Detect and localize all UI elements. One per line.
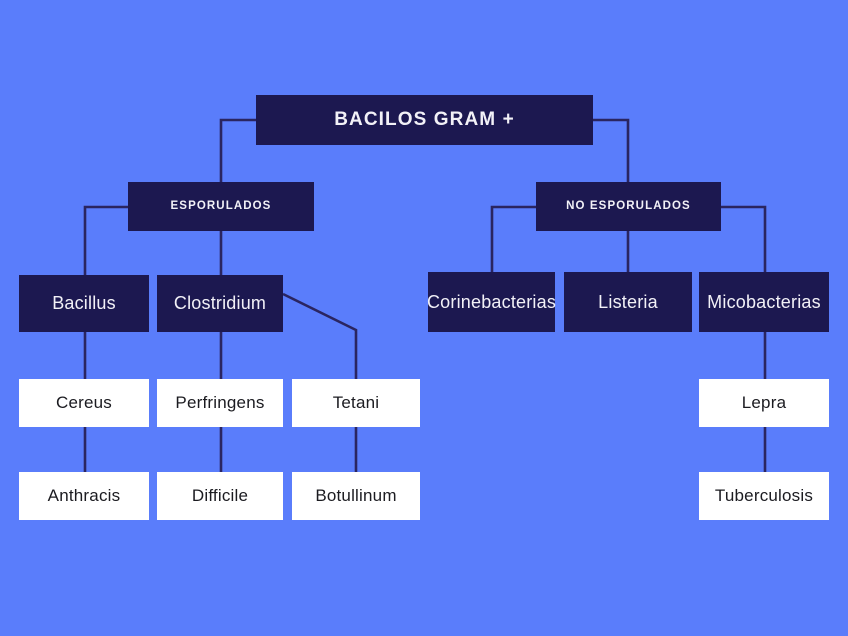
node-bacilos-gram-positive[interactable]: BACILOS GRAM + <box>256 95 593 145</box>
node-label: Clostridium <box>173 293 267 314</box>
node-label: BACILOS GRAM + <box>334 109 515 131</box>
node-label: Cereus <box>55 393 112 413</box>
node-label: Perfringens <box>175 393 265 413</box>
node-label: Difficile <box>191 486 249 506</box>
node-corinebacterias[interactable]: Corinebacterias <box>426 272 557 332</box>
node-label: Corinebacterias <box>426 291 557 312</box>
link-root-to-esporulados <box>219 118 256 182</box>
node-label: Tetani <box>332 393 380 413</box>
node-no-esporulados[interactable]: NO ESPORULADOS <box>536 182 721 231</box>
node-tetani[interactable]: Tetani <box>292 379 420 427</box>
node-label: Anthracis <box>47 486 121 506</box>
link-no-esporulados-to-micobacterias <box>721 205 767 272</box>
node-label: ESPORULADOS <box>170 199 272 212</box>
node-tuberculosis[interactable]: Tuberculosis <box>699 472 829 520</box>
link-no-esporulados-to-corinebacterias <box>490 205 536 272</box>
node-label: NO ESPORULADOS <box>566 199 691 212</box>
node-difficile[interactable]: Difficile <box>157 472 283 520</box>
node-perfringens[interactable]: Perfringens <box>157 379 283 427</box>
node-cereus[interactable]: Cereus <box>19 379 149 427</box>
node-clostridium[interactable]: Clostridium <box>157 275 283 332</box>
node-label: Tuberculosis <box>714 486 814 506</box>
node-micobacterias[interactable]: Micobacterias <box>699 272 829 332</box>
node-label: Botullinum <box>315 486 397 506</box>
link-root-to-no-esporulados <box>593 118 630 182</box>
node-label: Micobacterias <box>707 291 821 312</box>
node-botullinum[interactable]: Botullinum <box>292 472 420 520</box>
node-anthracis[interactable]: Anthracis <box>19 472 149 520</box>
node-label: Bacillus <box>52 293 116 314</box>
link-esporulados-to-bacillus <box>83 205 128 275</box>
node-listeria[interactable]: Listeria <box>564 272 692 332</box>
node-esporulados[interactable]: ESPORULADOS <box>128 182 314 231</box>
node-bacillus[interactable]: Bacillus <box>19 275 149 332</box>
node-label: Lepra <box>741 393 787 413</box>
node-label: Listeria <box>598 291 658 312</box>
link-clostridium-to-tetani <box>282 292 358 379</box>
node-lepra[interactable]: Lepra <box>699 379 829 427</box>
